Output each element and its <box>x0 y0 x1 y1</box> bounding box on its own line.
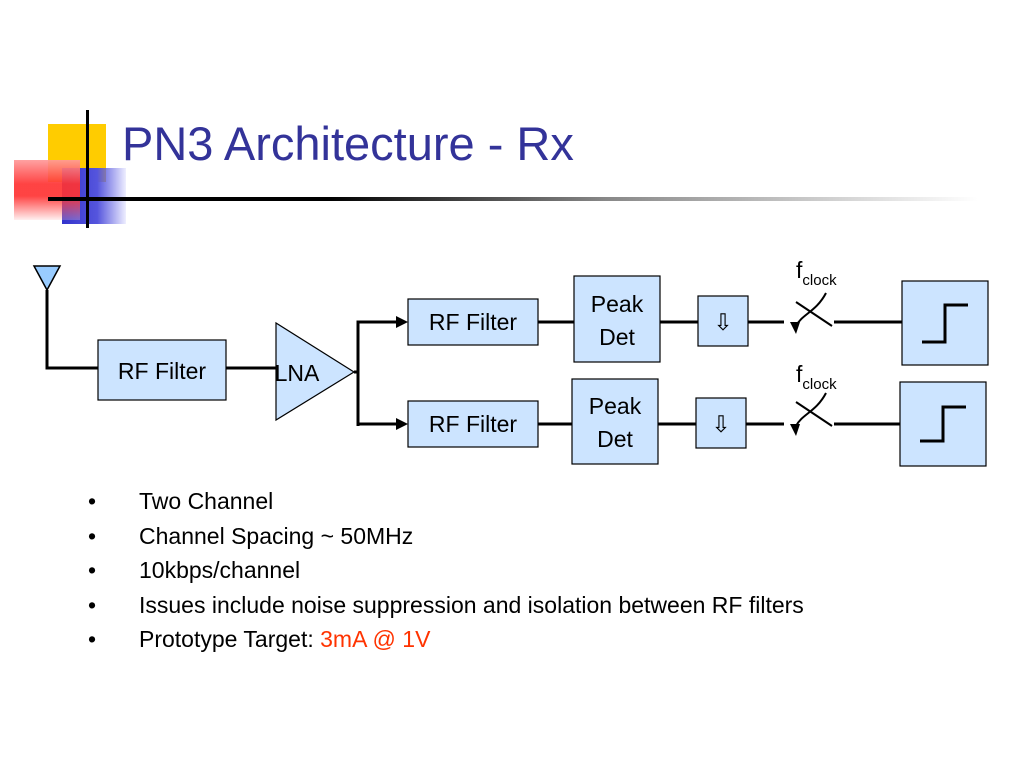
comparator-lower-block <box>899 381 987 467</box>
bullet-dot: • <box>88 522 97 549</box>
deco-title-underline <box>48 197 978 201</box>
step-waveform-icon <box>922 303 968 344</box>
rf-filter-input-label: RF Filter <box>118 358 207 384</box>
peak-det-lower-line1: Peak <box>589 393 642 419</box>
sampling-switch-upper-icon <box>795 292 833 327</box>
splitter-wires <box>354 320 398 426</box>
slide-title: PN3 Architecture - Rx <box>122 117 574 170</box>
down-arrow-icon: ⇩ <box>713 309 732 335</box>
rf-filter-input-block: RF Filter <box>97 339 227 401</box>
deco-vertical-line <box>86 110 89 228</box>
down-arrow-icon: ⇩ <box>711 411 730 437</box>
sampling-switch-lower-icon <box>795 392 833 427</box>
bullet-text: 10kbps/channel <box>139 557 301 583</box>
bullet-dot: • <box>88 626 97 652</box>
peak-det-lower-line2: Det <box>597 426 633 452</box>
lna-block: LNA <box>275 321 356 422</box>
bullet-prefix: Prototype Target: <box>139 626 321 652</box>
bullet-text: Channel Spacing ~ 50MHz <box>139 522 414 549</box>
wire-antenna-to-filter <box>45 290 98 370</box>
lna-label: LNA <box>275 360 320 386</box>
bullet-text: Two Channel <box>139 488 274 514</box>
amp-lower-block: ⇩ <box>695 397 747 449</box>
bullet-dot: • <box>88 488 97 514</box>
amp-upper-block: ⇩ <box>697 295 749 347</box>
clock-arrowhead-upper <box>790 322 800 334</box>
bullet-dot: • <box>88 557 97 583</box>
antenna-icon <box>32 265 62 292</box>
bullet-highlight: 3mA @ 1V <box>320 626 431 652</box>
peak-det-upper-block: Peak Det <box>573 275 661 363</box>
arrowhead-upper <box>396 316 408 328</box>
bullet-text: Issues include noise suppression and iso… <box>139 591 804 618</box>
clock-label-upper: fclock <box>796 257 837 289</box>
rf-filter-lower-label: RF Filter <box>429 411 518 437</box>
peak-det-lower-block: Peak Det <box>571 378 659 465</box>
bullet-dot: • <box>88 591 97 618</box>
step-waveform-icon <box>920 405 966 443</box>
comparator-upper-block <box>901 280 989 366</box>
peak-det-upper-line1: Peak <box>591 291 644 317</box>
clock-label-lower: fclock <box>796 361 837 393</box>
bullet-text: Prototype Target: 3mA @ 1V <box>139 624 430 654</box>
rf-filter-upper-label: RF Filter <box>429 309 518 335</box>
rf-filter-lower-block: RF Filter <box>407 400 539 448</box>
arrowhead-lower <box>396 418 408 430</box>
rf-filter-upper-block: RF Filter <box>407 298 539 346</box>
clock-arrowhead-lower <box>790 424 800 436</box>
deco-red-square <box>14 160 80 220</box>
peak-det-upper-line2: Det <box>599 324 635 350</box>
